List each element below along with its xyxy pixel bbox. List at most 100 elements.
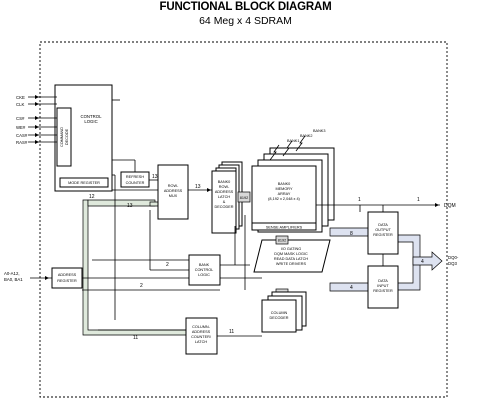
column-latch-label-1: COLUMN- (192, 325, 210, 329)
cke-pin-label: CKE (16, 95, 25, 100)
row-mux-label-2: ADDRESS (164, 189, 183, 193)
io-gating-label-4: WRITE DRIVERS (276, 262, 307, 266)
row-latch-label-5: & (223, 200, 226, 204)
bank2-pointer (282, 140, 293, 157)
bus-width-mux-latch: 13 (195, 184, 201, 190)
memory-array-label-3: ARRAY (278, 192, 291, 196)
row-latch-label-4: LATCH (218, 195, 230, 199)
row-mux-label-3: MUX (169, 194, 178, 198)
data-output-label-1: DATA (378, 223, 388, 227)
control-inputs (28, 95, 57, 144)
connection-lines (82, 99, 440, 337)
refresh-counter-label-2: COUNTER (126, 181, 145, 185)
chip-boundary (39, 41, 448, 398)
io-gating-label-1: I/O GATING (281, 247, 301, 251)
cs-pin-label: CS# (16, 116, 25, 121)
dqm-pin-label: DQM (444, 203, 456, 209)
sense-amplifiers-label: SENSE AMPLIFIERS (266, 226, 303, 230)
row-latch-block (211, 170, 237, 234)
bank-control-logic-block (188, 254, 221, 286)
control-logic-label-1: CONTROL (80, 114, 102, 119)
clk-pin-label: CLK (16, 102, 24, 107)
we-pin-label: WE# (16, 125, 26, 130)
memory-array-label-1: BANK0 (278, 182, 290, 186)
latch-8192-label: 8192 (240, 196, 248, 200)
row-address-mux-block (157, 164, 189, 220)
dq-pin-label-2: DQ3 (448, 261, 457, 266)
io-gate-top (275, 235, 289, 245)
bank3-label: BANK3 (313, 129, 325, 133)
bank2-label: BANK2 (300, 134, 312, 138)
address-pin-label-2: BA0, BA1 (4, 277, 23, 282)
row-latch-label-1: BANK0 (218, 180, 230, 184)
bus-width-refresh-mux: 13 (152, 174, 158, 180)
bank-control-label-1: BANK (199, 263, 210, 267)
data-output-label-3: REGISTER (373, 233, 393, 237)
column-decoder-label-2: DECODER (270, 316, 289, 320)
dqm-width-b: 1 (417, 197, 420, 203)
column-latch-label-2: ADDRESS (192, 330, 211, 334)
io-gating-label-2: DQM MASK LOGIC (274, 252, 308, 256)
diagram-title: FUNCTIONAL BLOCK DIAGRAM (159, 1, 332, 13)
bus-width-col-addr: 11 (133, 335, 138, 341)
bus-width-bank-select-b: 2 (140, 283, 143, 289)
row-latch-label-6: DECODER (215, 205, 234, 209)
bank1-label: BANK1 (287, 139, 299, 143)
data-input-label-2: INPUT (377, 284, 389, 288)
row-latch-gate (237, 191, 251, 203)
column-latch-label-3: COUNTER/ (191, 335, 212, 339)
data-in-width: 4 (350, 285, 353, 291)
dqm-width-a: 1 (358, 197, 361, 203)
row-latch-label-2: ROW- (219, 185, 230, 189)
dq-pin-label-1: DQ0- (448, 255, 459, 260)
diagram-subtitle: 64 Meg x 4 SDRAM (199, 15, 292, 27)
control-logic-label-2: LOGIC (84, 119, 97, 124)
data-out-bus (329, 227, 369, 237)
sense-amplifiers-block (251, 222, 317, 231)
row-mux-label-1: ROW- (168, 184, 179, 188)
row-latch-label-3: ADDRESS (215, 190, 234, 194)
data-input-label-1: DATA (378, 279, 388, 283)
bank-control-label-2: CONTROL (195, 268, 214, 272)
io-gating-block (253, 239, 331, 273)
mode-reg-bus-width: 12 (89, 194, 95, 200)
bus-width-bank-select-a: 2 (166, 262, 169, 268)
bank1-pointer (269, 144, 280, 161)
bank3-pointer (295, 135, 306, 152)
memory-array-label-2: MEMORY (275, 187, 292, 191)
bus-width-col-latch-out: 11 (229, 329, 234, 335)
io-gating-label-3: READ DATA LATCH (274, 257, 308, 261)
memory-array-label-4: (8,192 x 2,048 x 4) (268, 197, 300, 201)
command-decode-label-2: DECODE (65, 128, 69, 145)
column-address-latch-block (185, 317, 218, 355)
dq-output-bus (412, 251, 443, 271)
column-latch-label-4: LATCH (195, 340, 207, 344)
mode-register-label: MODE REGISTER (68, 181, 100, 185)
dq-8192-label: 8192 (278, 239, 286, 243)
column-decoder-block (261, 299, 297, 333)
mode-register-block (59, 177, 109, 188)
address-to-mux-bus (87, 199, 156, 207)
command-decode-block (56, 107, 72, 167)
data-output-label-2: OUTPUT (375, 228, 391, 232)
row-address-bus (82, 199, 191, 336)
address-register-label-2: REGISTER (57, 279, 77, 283)
data-input-label-3: REGISTER (373, 289, 393, 293)
data-input-register-block (367, 265, 399, 309)
address-register-label-1: ADDRESS (58, 273, 77, 277)
data-out-width: 8 (350, 231, 353, 237)
bus-width-row-addr: 13 (127, 203, 133, 209)
ras-pin-label: RAS# (16, 140, 28, 145)
data-in-bus (329, 282, 369, 292)
address-register-block (51, 267, 83, 289)
bank-control-label-3: LOGIC (198, 273, 210, 277)
address-input-arrow (45, 276, 49, 280)
column-decoder-label-1: COLUMN (271, 311, 288, 315)
refresh-counter-label-1: REFRESH (126, 175, 144, 179)
command-decode-label-1: COMMAND (60, 127, 64, 147)
dq-width: 4 (421, 259, 424, 265)
cas-pin-label: CAS# (16, 133, 28, 138)
bank0-memory-array (251, 165, 317, 229)
address-pin-label-1: A0-A12, (4, 271, 20, 276)
